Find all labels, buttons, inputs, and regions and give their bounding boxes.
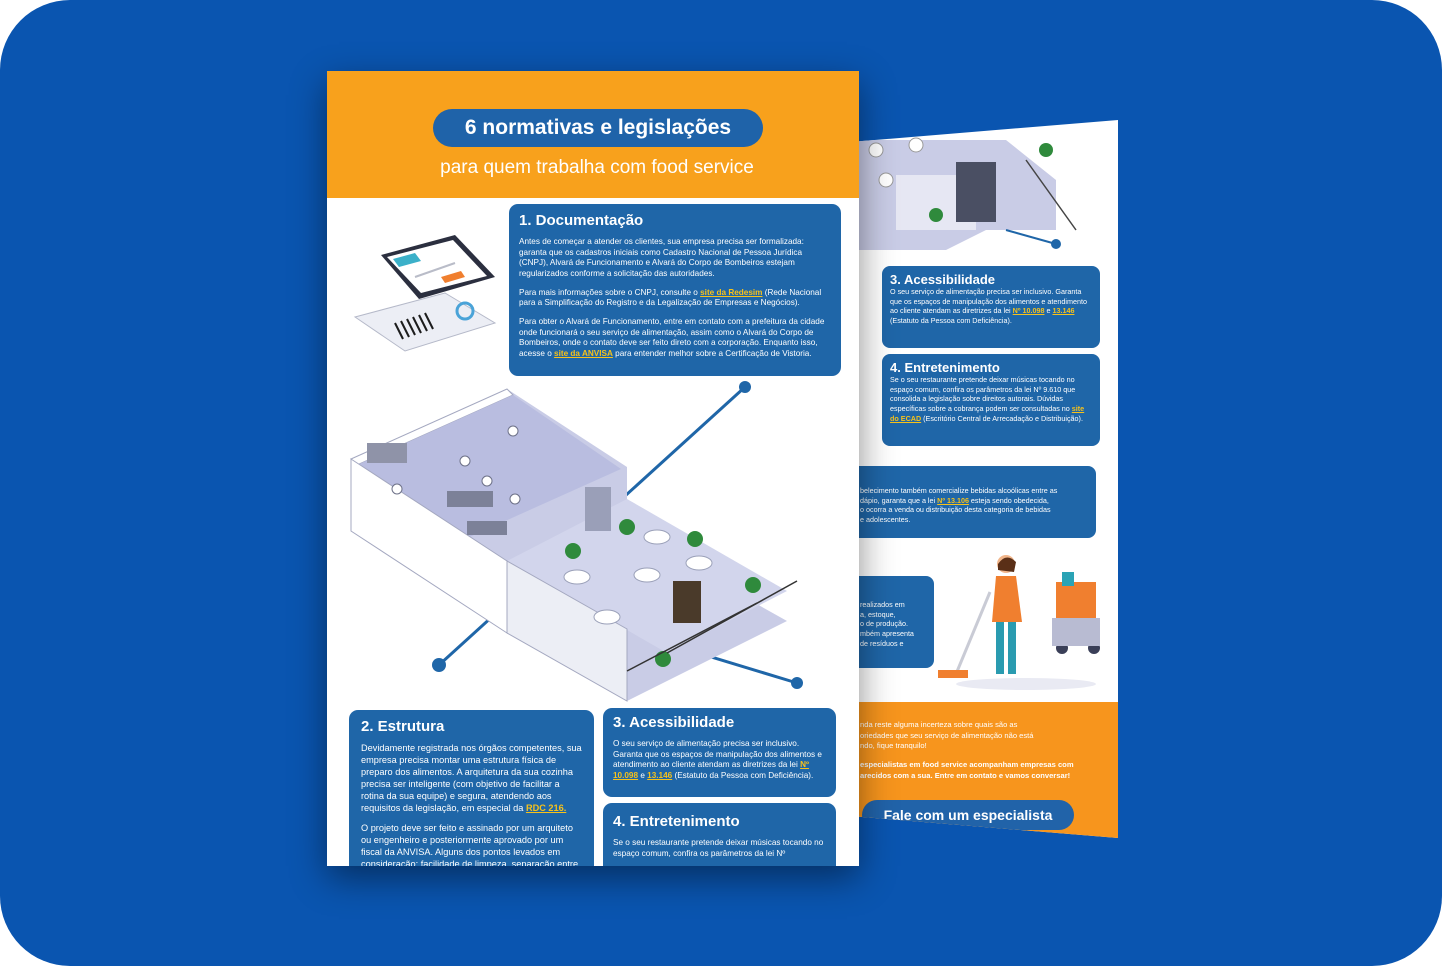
front-law-10098-link[interactable]: Nº 10.098 bbox=[613, 760, 809, 780]
ecad-site-link[interactable]: site do ECAD bbox=[890, 404, 1085, 423]
back-accessibility-heading: 3. Acessibilidade bbox=[890, 272, 996, 287]
page-title: 6 normativas e legislações bbox=[433, 109, 763, 147]
front-header: 6 normativas e legislações para quem tra… bbox=[327, 71, 859, 198]
back-beverages-card: belecimento também comercialize bebidas … bbox=[856, 466, 1096, 538]
structure-heading: 2. Estrutura bbox=[361, 718, 445, 735]
accessibility-heading: 3. Acessibilidade bbox=[613, 714, 735, 731]
law-13106-link[interactable]: Nº 13.106 bbox=[937, 495, 969, 505]
law-10098-link[interactable]: Nº 10.098 bbox=[1012, 306, 1045, 316]
page-subtitle: para quem trabalha com food service bbox=[440, 157, 754, 178]
accessibility-card: 3. Acessibilidade O seu serviço de alime… bbox=[603, 708, 836, 797]
back-cleaning-card: realizados em a, estoque, o de produção.… bbox=[856, 576, 934, 668]
entertainment-card: 4. Entretenimento Se o seu restaurante p… bbox=[603, 803, 836, 866]
anvisa-site-link[interactable]: site da ANVISA bbox=[554, 348, 613, 358]
back-entertainment-heading: 4. Entretenimento bbox=[890, 360, 1000, 375]
back-cta-section: nda reste alguma incerteza sobre quais s… bbox=[856, 702, 1118, 838]
law-13146-link[interactable]: 13.146 bbox=[1052, 306, 1075, 316]
back-page: 3. Acessibilidade O seu serviço de alime… bbox=[856, 120, 1118, 838]
documentation-heading: 1. Documentação bbox=[519, 212, 644, 229]
structure-card: 2. Estrutura Devidamente registrada nos … bbox=[349, 710, 594, 866]
restaurant-floorplan-illustration bbox=[350, 381, 803, 702]
back-entertainment-card: 4. Entretenimento Se o seu restaurante p… bbox=[882, 354, 1100, 446]
cleaning-worker-illustration bbox=[938, 555, 1100, 690]
front-page: 6 normativas e legislações para quem tra… bbox=[327, 71, 859, 866]
back-accessibility-card: 3. Acessibilidade O seu serviço de alime… bbox=[882, 266, 1100, 348]
talk-to-specialist-button[interactable]: Fale com um especialista bbox=[862, 800, 1074, 830]
clipboard-documents-illustration bbox=[353, 235, 497, 352]
front-law-13146-link[interactable]: 13.146 bbox=[647, 770, 673, 780]
rdc-216-link[interactable]: RDC 216. bbox=[525, 802, 567, 813]
documentation-card: 1. Documentação Antes de começar a atend… bbox=[509, 204, 841, 376]
redesim-site-link[interactable]: site da Redesim bbox=[700, 287, 763, 297]
entertainment-heading: 4. Entretenimento bbox=[613, 813, 740, 830]
restaurant-illustration-top bbox=[856, 137, 1077, 250]
